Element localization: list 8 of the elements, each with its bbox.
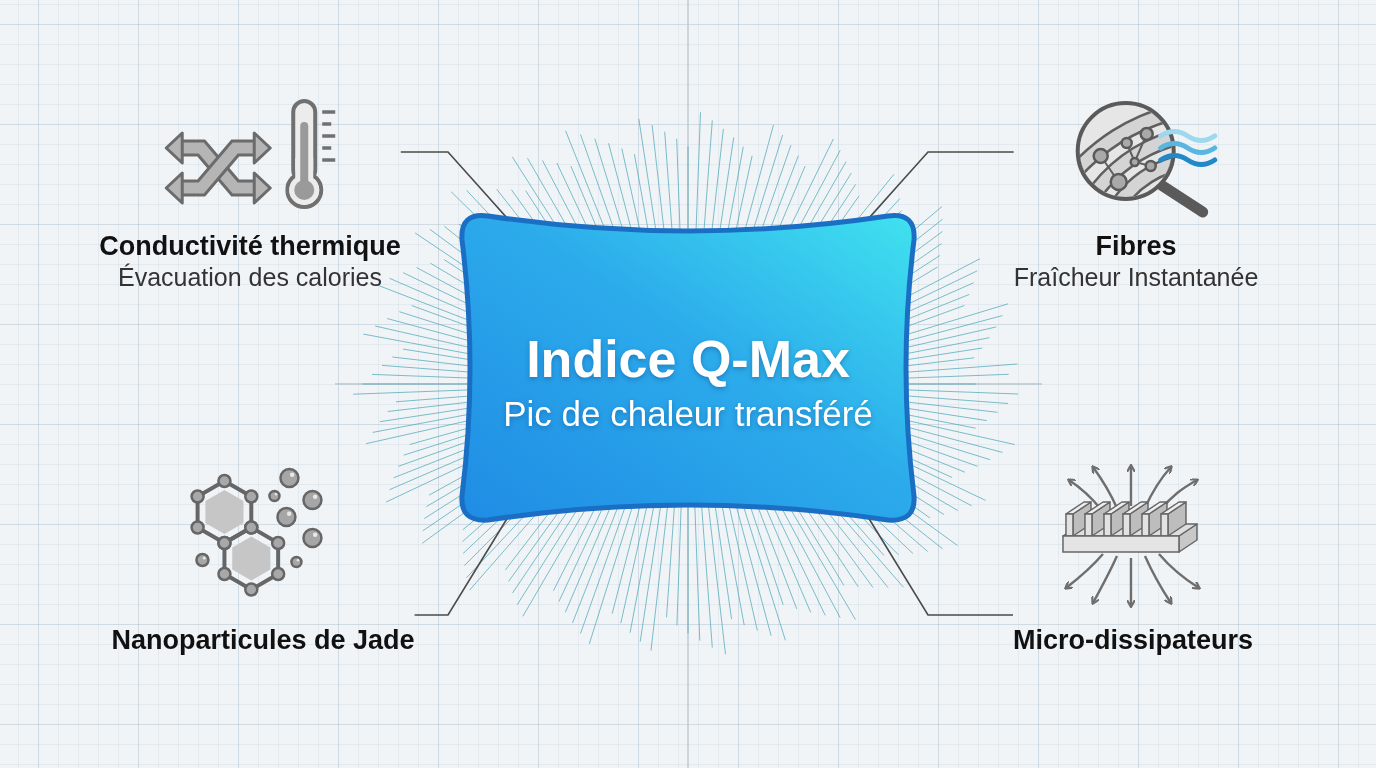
center-title: Indice Q-Max [526,331,850,389]
feature-title: Fibres [1095,230,1177,263]
feature-title: Conductivité thermique [99,230,401,263]
feature-subtitle: Fraîcheur Instantanée [1013,262,1259,294]
feature-subtitle: Évacuation des calories [117,262,382,294]
feature-title: Nanoparticules de Jade [111,624,415,657]
center-subtitle: Pic de chaleur transféré [503,394,873,435]
feature-title: Micro-dissipateurs [1012,624,1254,657]
